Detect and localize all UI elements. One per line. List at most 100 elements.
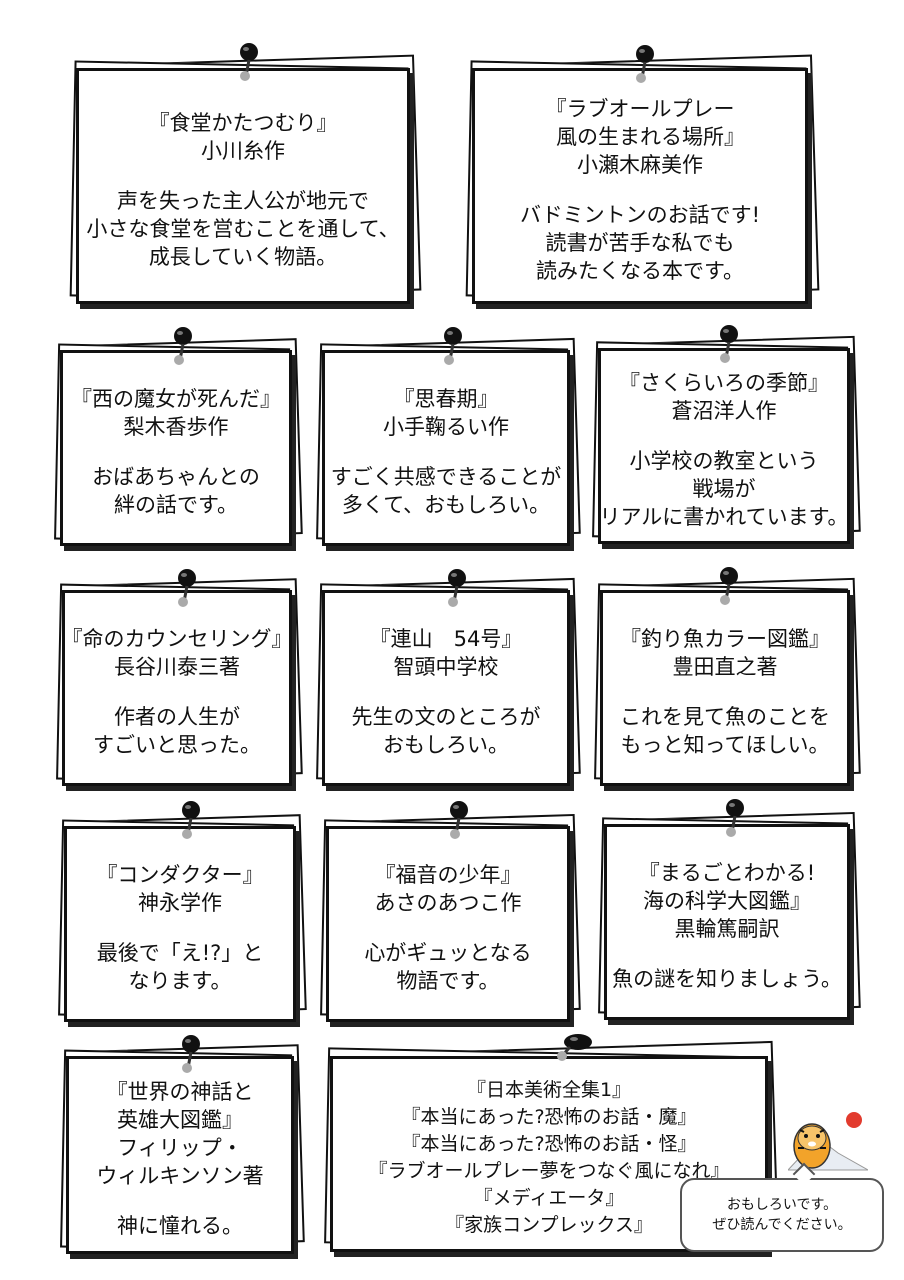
card-line: 智頭中学校 [393, 655, 499, 679]
card-line: 『釣り魚カラー図鑑』 [620, 627, 830, 651]
book-card: 『さくらいろの季節』蒼沼洋人作小学校の教室という戦場がリアルに書かれています。 [592, 335, 861, 544]
pushpin-icon [444, 327, 462, 365]
book-card: 『まるごとわかる! 海の科学大図鑑』黒輪篤嗣訳魚の謎を知りましょう。 [598, 811, 861, 1020]
card-line: 『さくらいろの季節』 [619, 371, 829, 395]
card-line: これを見て魚のことを [620, 705, 830, 729]
card-line: 『世界の神話と [106, 1080, 254, 1104]
card-line: あさのあつこ作 [374, 891, 522, 915]
card-line: すごく共感できることが [330, 465, 562, 489]
card-line: 小川糸作 [201, 139, 285, 163]
pushpin-icon [720, 567, 738, 605]
pushpin-icon [182, 1035, 200, 1073]
card-line: 『日本美術全集1』 [466, 1079, 632, 1101]
card-line: 『コンダクター』 [96, 863, 264, 887]
card-line: 小瀬木麻美作 [577, 153, 703, 177]
card-text: 『西の魔女が死んだ』梨木香歩作おばあちゃんとの絆の話です。 [60, 350, 292, 546]
card-text: 『さくらいろの季節』蒼沼洋人作小学校の教室という戦場がリアルに書かれています。 [598, 348, 850, 544]
book-card: 『日本美術全集1』『本当にあった?恐怖のお話・魔』『本当にあった?恐怖のお話・怪… [324, 1040, 779, 1253]
card-line: 心がギュッとなる [364, 941, 532, 965]
card-line: 海の科学大図鑑』 [643, 889, 811, 913]
speech-line: ぜひ読んでください。 [712, 1217, 852, 1233]
card-line: もっと知ってほしい。 [620, 733, 830, 757]
card-line: おもしろい。 [383, 733, 509, 757]
card-text: 『福音の少年』あさのあつこ作心がギュッとなる物語です。 [326, 826, 570, 1022]
card-line: 蒼沼洋人作 [671, 399, 777, 423]
card-line: リアルに書かれています。 [599, 505, 849, 529]
pushpin-icon [182, 801, 200, 839]
card-line: 『ラブオールプレー夢をつなぐ風になれ』 [368, 1160, 730, 1182]
book-card: 『ラブオールプレー 風の生まれる場所』小瀬木麻美作バドミントンのお話です! 読書が… [465, 54, 820, 304]
card-line: 『本当にあった?恐怖のお話・魔』 [401, 1106, 697, 1128]
card-line: 『まるごとわかる! [638, 861, 816, 885]
pushpin-icon [720, 325, 738, 363]
book-card: 『思春期』小手鞠るい作すごく共感できることが多くて、おもしろい。 [316, 337, 581, 546]
card-line: フィリップ・ [117, 1136, 243, 1160]
card-line: 多くて、おもしろい。 [341, 493, 551, 517]
card-line: 最後で「え!?」と [96, 941, 264, 965]
card-line: 『食堂かたつむり』 [148, 111, 338, 135]
card-line: 英雄大図鑑』 [117, 1108, 243, 1132]
card-line: 読書が苦手な私でも [545, 231, 735, 255]
card-line: 『福音の少年』 [374, 863, 522, 887]
book-card: 『世界の神話と英雄大図鑑』フィリップ・ウィルキンソン著神に憧れる。 [60, 1044, 305, 1254]
card-line: 風の生まれる場所』 [535, 125, 745, 149]
book-card: 『食堂かたつむり』小川糸作声を失った主人公が地元で小さな食堂を営むことを通して、… [69, 54, 422, 304]
card-line: 『本当にあった?恐怖のお話・怪』 [401, 1133, 697, 1155]
pushpin-icon [636, 45, 654, 83]
book-card: 『釣り魚カラー図鑑』豊田直之著これを見て魚のことをもっと知ってほしい。 [594, 577, 861, 786]
card-line: 先生の文のところが [351, 705, 541, 729]
card-line: 神永学作 [138, 891, 222, 915]
pushpin-icon [557, 1034, 592, 1061]
card-line: 小学校の教室という [629, 449, 819, 473]
card-line: 『命のカウンセリング』 [61, 627, 293, 651]
card-text: 『食堂かたつむり』小川糸作声を失った主人公が地元で小さな食堂を営むことを通して、… [76, 68, 410, 304]
card-text: 『思春期』小手鞠るい作すごく共感できることが多くて、おもしろい。 [322, 350, 570, 546]
pushpin-icon [178, 569, 196, 607]
card-line: 神に憧れる。 [117, 1214, 243, 1238]
card-line: 長谷川泰三著 [114, 655, 240, 679]
speech-line: おもしろいです。 [726, 1197, 838, 1213]
card-line: 『西の魔女が死んだ』 [71, 387, 281, 411]
card-text: 『日本美術全集1』『本当にあった?恐怖のお話・魔』『本当にあった?恐怖のお話・怪… [330, 1056, 768, 1252]
card-line: 作者の人生が [114, 705, 240, 729]
card-line: バドミントンのお話です! [519, 203, 761, 227]
card-line: 読みたくなる本です。 [536, 259, 744, 283]
pushpin-icon [726, 799, 744, 837]
card-line: 小手鞠るい作 [383, 415, 509, 439]
card-line: おばあちゃんとの [92, 465, 260, 489]
card-line: なります。 [128, 969, 232, 993]
book-card: 『西の魔女が死んだ』梨木香歩作おばあちゃんとの絆の話です。 [54, 338, 303, 546]
card-line: 戦場が [692, 477, 756, 501]
card-line: 魚の謎を知りましょう。 [612, 967, 842, 991]
book-card: 『福音の少年』あさのあつこ作心がギュッとなる物語です。 [320, 813, 581, 1022]
pushpin-icon [448, 569, 466, 607]
card-line: 『思春期』 [393, 387, 499, 411]
card-text: 『まるごとわかる! 海の科学大図鑑』黒輪篤嗣訳魚の謎を知りましょう。 [604, 824, 850, 1020]
pushpin-icon [174, 327, 192, 365]
book-card: 『コンダクター』神永学作最後で「え!?」となります。 [58, 814, 307, 1022]
card-line: 絆の話です。 [114, 493, 238, 517]
card-line: 『メディエータ』 [473, 1187, 625, 1209]
card-line: 声を失った主人公が地元で [117, 189, 369, 213]
speech-bubble: おもしろいです。 ぜひ読んでください。 [680, 1178, 884, 1252]
card-text: 『釣り魚カラー図鑑』豊田直之著これを見て魚のことをもっと知ってほしい。 [600, 590, 850, 786]
card-text: 『連山 54号』智頭中学校先生の文のところがおもしろい。 [322, 590, 570, 786]
card-line: 『ラブオールプレー [545, 97, 735, 121]
card-line: 『連山 54号』 [369, 627, 523, 651]
card-line: すごいと思った。 [93, 733, 261, 757]
tiger-mascot-icon [788, 1112, 868, 1171]
card-text: 『ラブオールプレー 風の生まれる場所』小瀬木麻美作バドミントンのお話です! 読書が… [472, 68, 808, 304]
card-line: 梨木香歩作 [123, 415, 229, 439]
card-line: 物語です。 [396, 969, 500, 993]
pushpin-icon [240, 43, 258, 81]
book-card: 『連山 54号』智頭中学校先生の文のところがおもしろい。 [316, 577, 581, 786]
card-line: 黒輪篤嗣訳 [674, 917, 780, 941]
card-text: 『命のカウンセリング』長谷川泰三著作者の人生がすごいと思った。 [61, 590, 293, 786]
card-line: 成長していく物語。 [148, 245, 338, 269]
pushpin-icon [450, 801, 468, 839]
card-line: 小さな食堂を営むことを通して、 [86, 217, 400, 241]
card-line: 豊田直之著 [672, 655, 778, 679]
book-card: 『命のカウンセリング』長谷川泰三著作者の人生がすごいと思った。 [56, 578, 303, 786]
card-line: 『家族コンプレックス』 [445, 1214, 653, 1236]
card-text: 『世界の神話と英雄大図鑑』フィリップ・ウィルキンソン著神に憧れる。 [66, 1056, 294, 1254]
